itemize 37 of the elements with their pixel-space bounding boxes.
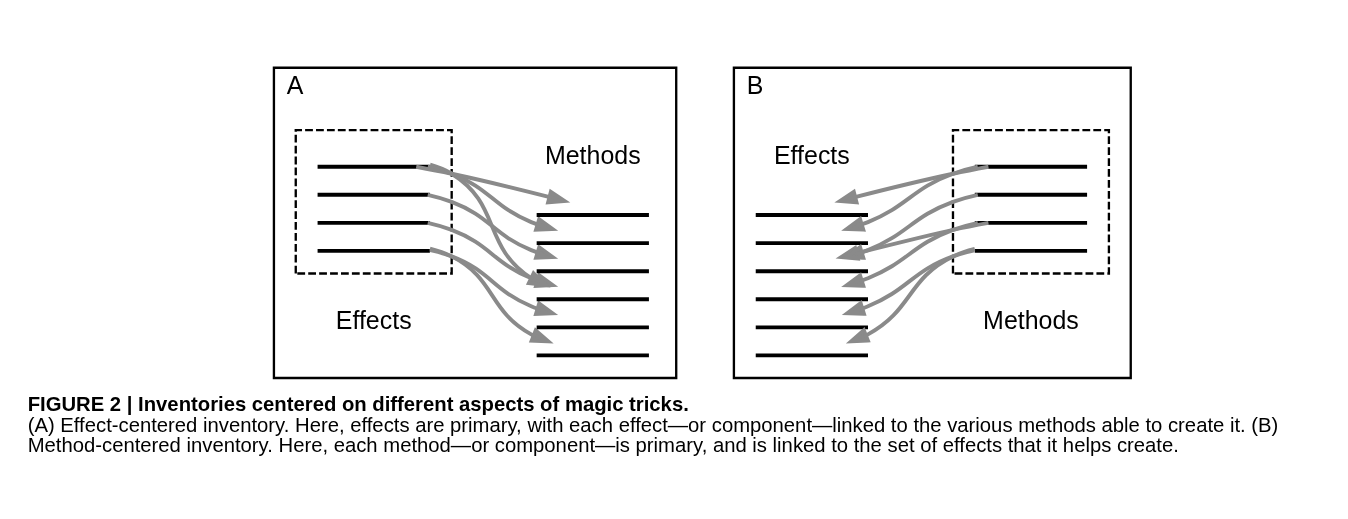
node-bar [536, 241, 649, 246]
arrow [834, 164, 989, 205]
arrow [427, 192, 559, 260]
node-bar [755, 297, 868, 302]
arrow [841, 248, 975, 316]
diagram-title: FIGURE 2 | Inventories centered on different aspects of magic tricks. [27, 393, 689, 416]
node-bar [317, 164, 430, 169]
arrow [841, 220, 979, 288]
node-bar [536, 353, 649, 358]
node-bar [536, 325, 649, 330]
arrow [429, 246, 554, 344]
arrow [429, 162, 551, 288]
arrow [845, 246, 976, 344]
node-bar [317, 220, 430, 225]
node-bar [974, 220, 1088, 225]
node-bar [755, 353, 868, 358]
arrow [841, 164, 979, 232]
node-bar [317, 248, 430, 253]
node-bar [755, 241, 868, 246]
label: Methods [983, 306, 1079, 335]
node-bar [755, 269, 868, 274]
node-bar [974, 192, 1088, 197]
node-bar [536, 297, 649, 302]
cluster [951, 128, 1111, 275]
cluster [294, 128, 453, 275]
arrow [841, 192, 979, 260]
node-bar [755, 213, 868, 217]
node-bar [755, 325, 868, 330]
label: Effects [335, 306, 412, 335]
label: Effects [773, 141, 850, 170]
label: Methods [544, 141, 641, 170]
node-bar [536, 269, 649, 274]
node-bar [317, 192, 430, 197]
arrow [427, 164, 559, 232]
node-bar [974, 248, 1088, 253]
arrow [415, 164, 571, 205]
node-bar [536, 213, 649, 217]
